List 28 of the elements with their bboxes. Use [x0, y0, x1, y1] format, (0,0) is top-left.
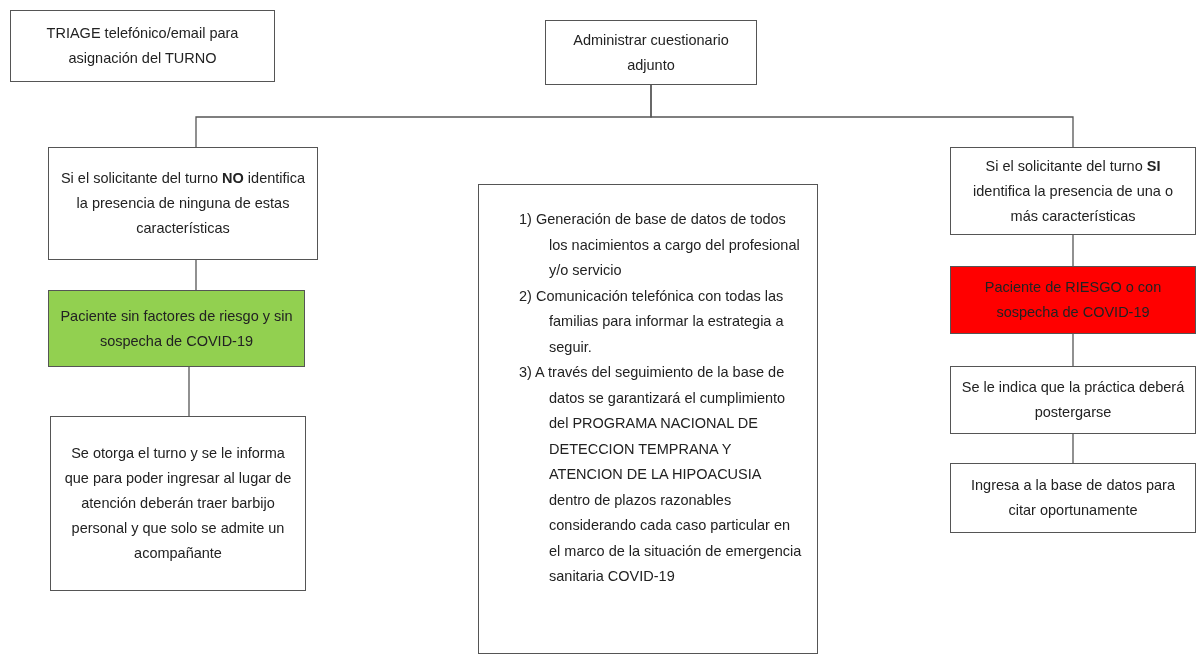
connector-line — [1072, 234, 1074, 267]
status-box — [950, 266, 1196, 334]
box-text: Paciente sin factores de riesgo y sin sospecha de COVID-19 — [59, 306, 294, 351]
process-box — [48, 147, 318, 260]
box-text: Administrar cuestionario adjunto — [572, 30, 730, 75]
process-box — [10, 10, 275, 82]
connector-line — [650, 84, 1074, 148]
list-item: 1) Generación de base de datos de todos los nacimientos a cargo del profesional y/o servicio — [519, 210, 801, 280]
box-text: TRIAGE telefónico/email para asignación del TURNO — [45, 24, 240, 68]
box-text: Si el solicitante del turno NO identifica la presencia de ninguna de estas características — [59, 169, 307, 238]
connector-line — [1072, 333, 1074, 367]
process-box — [545, 20, 757, 85]
connector-line — [1072, 433, 1074, 464]
process-box — [950, 147, 1196, 235]
box-text: Paciente de RIESGO o con sospecha de COVID-19 — [983, 278, 1163, 322]
list-item: 3) A través del seguimiento de la base de datos se garantizará el cumplimiento del PROGRAMA NACIONAL DE DETECCION TEMPRANA Y ATENCION DE LA HIPOACUSIA dentro de plazos razonables considerando cada caso particular en el marco de la situación de emergencia sanitaria COVID-19 — [519, 363, 803, 586]
process-box — [950, 366, 1196, 434]
box-text: Se le indica que la práctica deberá postergarse — [960, 378, 1186, 422]
status-box — [48, 290, 305, 367]
process-box — [950, 463, 1196, 533]
process-box — [50, 416, 306, 591]
connector-line — [195, 259, 197, 291]
list-item: 2) Comunicación telefónica con todas las familias para informar la estrategia a seguir. — [519, 286, 785, 357]
box-text: Si el solicitante del turno SI identifica la presencia de una o más características — [972, 156, 1174, 226]
notes-box — [478, 184, 818, 654]
box-text: Se otorga el turno y se le informa que para poder ingresar al lugar de atención deberán traer barbijo personal y que solo se admite un acompañante — [63, 444, 293, 563]
box-text: Ingresa a la base de datos para citar oportunamente — [970, 476, 1176, 520]
connector-line — [188, 366, 190, 417]
